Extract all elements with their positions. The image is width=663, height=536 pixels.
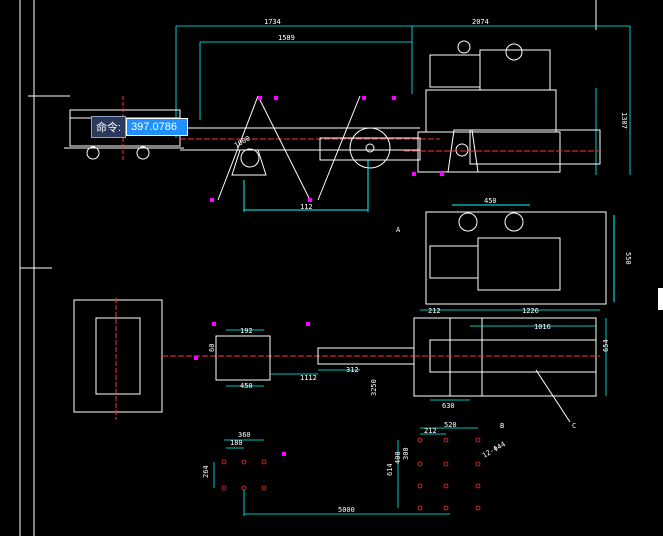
lower-assembly-plan [73,298,600,423]
drawing-frame [19,0,597,536]
rail-elevation [180,95,440,212]
dim-212-bolt: 212 [424,427,437,435]
dim-264: 264 [202,465,210,478]
command-prompt-label: 命令: [91,116,127,138]
dim-5000: 5000 [338,506,355,514]
dim-180: 180 [230,439,243,447]
dim-450-lower: 450 [240,382,253,390]
dim-112-top: 112 [300,203,313,211]
dim-312: 312 [346,366,359,374]
dim-1226: 1226 [522,307,539,315]
dim-hole-spec: 12-Φ44 [481,440,507,460]
dim-1734: 1734 [264,18,281,26]
dim-400: 400 [394,451,402,464]
dim-450-plan: 450 [484,197,497,205]
dim-360: 360 [238,431,251,439]
dim-192: 192 [240,327,253,335]
dim-60: 60 [208,344,216,352]
dim-300: 300 [402,447,410,460]
lower-dimension-lines [226,309,607,401]
dim-1000: 1000 [233,134,252,149]
dim-654: 654 [602,339,610,352]
dim-1589: 1589 [278,34,295,42]
dim-550: 550 [624,252,632,265]
dim-1307: 1307 [620,112,628,129]
callout-a: A [396,226,401,234]
dim-1112: 1112 [300,374,317,382]
callout-b: B [500,422,504,430]
top-dimension-lines [175,25,631,175]
crosshair-cursor-icon [658,288,663,310]
dim-630: 630 [442,402,455,410]
point-markers [194,96,444,456]
command-line[interactable]: 命令: 397.0786 [91,116,189,138]
bolt-pattern-right [397,427,481,511]
dim-3250: 3250 [370,379,378,396]
bolt-pattern-left [213,439,450,516]
dim-212-right: 212 [428,307,441,315]
hydraulic-station-elevation [404,40,601,173]
dim-520: 520 [444,421,457,429]
dim-2074: 2074 [472,18,489,26]
callout-c: C [572,422,576,430]
command-input-field[interactable]: 397.0786 [126,118,189,136]
hydraulic-station-plan [425,204,615,305]
dim-1016: 1016 [534,323,551,331]
dim-614: 614 [386,463,394,476]
